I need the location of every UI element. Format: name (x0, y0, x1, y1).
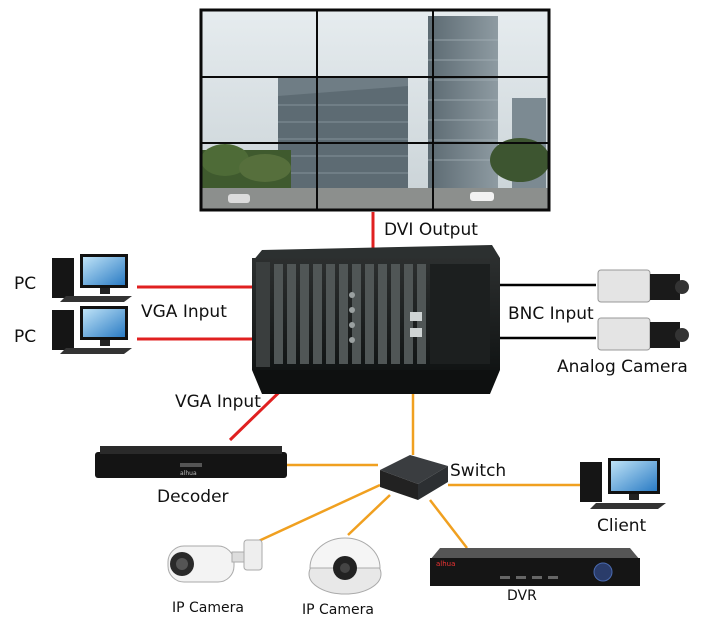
analog-camera-1-icon (597, 269, 689, 303)
net-link-ipcam2 (347, 494, 391, 536)
analog-camera-2-icon (597, 317, 689, 351)
ip-camera-2-label: IP Camera (302, 602, 374, 618)
switch-label: Switch (450, 461, 507, 481)
net-link-dvr (429, 499, 468, 549)
net-link-ipcam1 (249, 483, 381, 547)
client-label: Client (597, 516, 647, 536)
pc-1-icon (52, 254, 132, 302)
dvr-icon (430, 548, 640, 586)
ip-camera-1-label: IP Camera (172, 600, 244, 616)
bnc-input-label: BNC Input (508, 304, 594, 324)
analog-camera-label: Analog Camera (557, 357, 688, 377)
vga-input-decoder-label: VGA Input (175, 392, 261, 412)
dvr-brand-text: alhua (436, 560, 456, 568)
client-icon (580, 458, 666, 509)
dvi-output-label: DVI Output (384, 220, 478, 240)
matrix-switcher (252, 245, 500, 394)
dvr-label: DVR (507, 588, 537, 604)
vga-input-label: VGA Input (141, 302, 227, 322)
decoder-icon (95, 446, 287, 478)
pc-2-label: PC (14, 327, 37, 347)
decoder-label: Decoder (157, 487, 229, 507)
decoder-brand-text: alhua (180, 470, 197, 477)
switch-icon (380, 455, 448, 500)
pc-1-label: PC (14, 274, 37, 294)
ip-camera-1-icon (167, 539, 263, 583)
ip-camera-2-icon (308, 537, 382, 595)
pc-2-icon (52, 306, 132, 354)
video-wall (199, 8, 551, 212)
